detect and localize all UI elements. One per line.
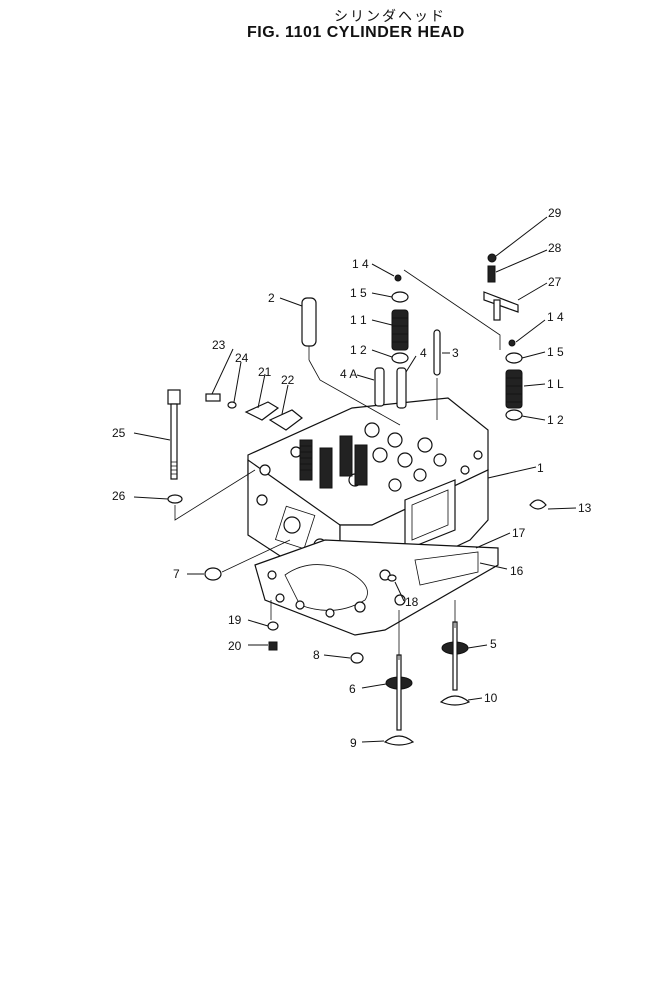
label-15-right: 1 5 <box>547 345 564 359</box>
part-12-seat-left <box>391 352 409 364</box>
label-20: 20 <box>228 639 242 653</box>
label-25: 25 <box>112 426 126 440</box>
part-4-valve-guide <box>396 367 407 409</box>
label-16: 16 <box>510 564 524 578</box>
part-27-valve-bridge <box>483 291 519 321</box>
label-10: 10 <box>484 691 498 705</box>
callout-labels: 1 2 3 4 4 A 5 6 7 8 9 10 1 1 1 L 1 2 1 2… <box>112 206 592 750</box>
part-23-bolt <box>205 393 221 402</box>
page-title: FIG. 1101 CYLINDER HEAD <box>247 24 465 41</box>
label-4: 4 <box>420 346 427 360</box>
part-26-washer <box>167 494 183 504</box>
label-19: 19 <box>228 613 242 627</box>
label-3: 3 <box>452 346 459 360</box>
label-6: 6 <box>349 682 356 696</box>
label-2: 2 <box>268 291 275 305</box>
part-18-nozzle-seal <box>387 574 397 582</box>
label-14-right: 1 4 <box>547 310 564 324</box>
label-12-left: 1 2 <box>350 343 367 357</box>
part-20-plug <box>268 641 278 651</box>
label-28: 28 <box>548 241 562 255</box>
part-22-gasket <box>268 409 303 431</box>
part-15-retainer-right <box>505 352 523 364</box>
part-19-ring <box>267 621 279 631</box>
label-14-left: 1 4 <box>352 257 369 271</box>
leader-lines <box>133 216 577 743</box>
part-11-spring-left <box>391 309 409 351</box>
head-gasket <box>254 539 499 636</box>
label-4a: 4 A <box>340 367 357 381</box>
part-24-washer <box>227 401 237 409</box>
part-9-intake-valve <box>383 654 415 746</box>
label-24: 24 <box>235 351 249 365</box>
installed-valve-springs <box>299 435 368 489</box>
part-21-cover-plate <box>244 401 280 421</box>
part-15-retainer-left <box>391 291 409 303</box>
label-11-right: 1 L <box>547 377 564 391</box>
label-27: 27 <box>548 275 562 289</box>
part-13-plug <box>529 499 547 510</box>
label-22: 22 <box>281 373 295 387</box>
part-28-adjust-screw <box>487 265 496 283</box>
label-8: 8 <box>313 648 320 662</box>
part-14-cotter-left <box>394 274 402 282</box>
part-25-head-bolt <box>167 389 181 480</box>
label-18: 18 <box>405 595 419 609</box>
label-29: 29 <box>548 206 562 220</box>
label-21: 21 <box>258 365 272 379</box>
part-2-sleeve <box>301 297 317 360</box>
part-4a-valve-guide <box>374 367 385 407</box>
part-3-pushrod <box>433 329 441 376</box>
label-5: 5 <box>490 637 497 651</box>
label-11-left: 1 1 <box>350 313 367 327</box>
part-7-plug <box>204 567 222 581</box>
part-10-exhaust-valve <box>439 621 471 706</box>
label-9: 9 <box>350 736 357 750</box>
label-1: 1 <box>537 461 544 475</box>
page-title-japanese: シリンダヘッド <box>334 9 446 25</box>
part-14-cotter-right <box>508 339 516 347</box>
label-23: 23 <box>212 338 226 352</box>
label-12-right: 1 2 <box>547 413 564 427</box>
label-26: 26 <box>112 489 126 503</box>
part-29-nut <box>487 253 497 263</box>
part-8-plug <box>350 652 364 664</box>
part-11-spring-right <box>505 369 523 409</box>
label-7: 7 <box>173 567 180 581</box>
label-15-left: 1 5 <box>350 286 367 300</box>
label-17: 17 <box>512 526 526 540</box>
part-12-seat-right <box>505 409 523 421</box>
label-13: 13 <box>578 501 592 515</box>
